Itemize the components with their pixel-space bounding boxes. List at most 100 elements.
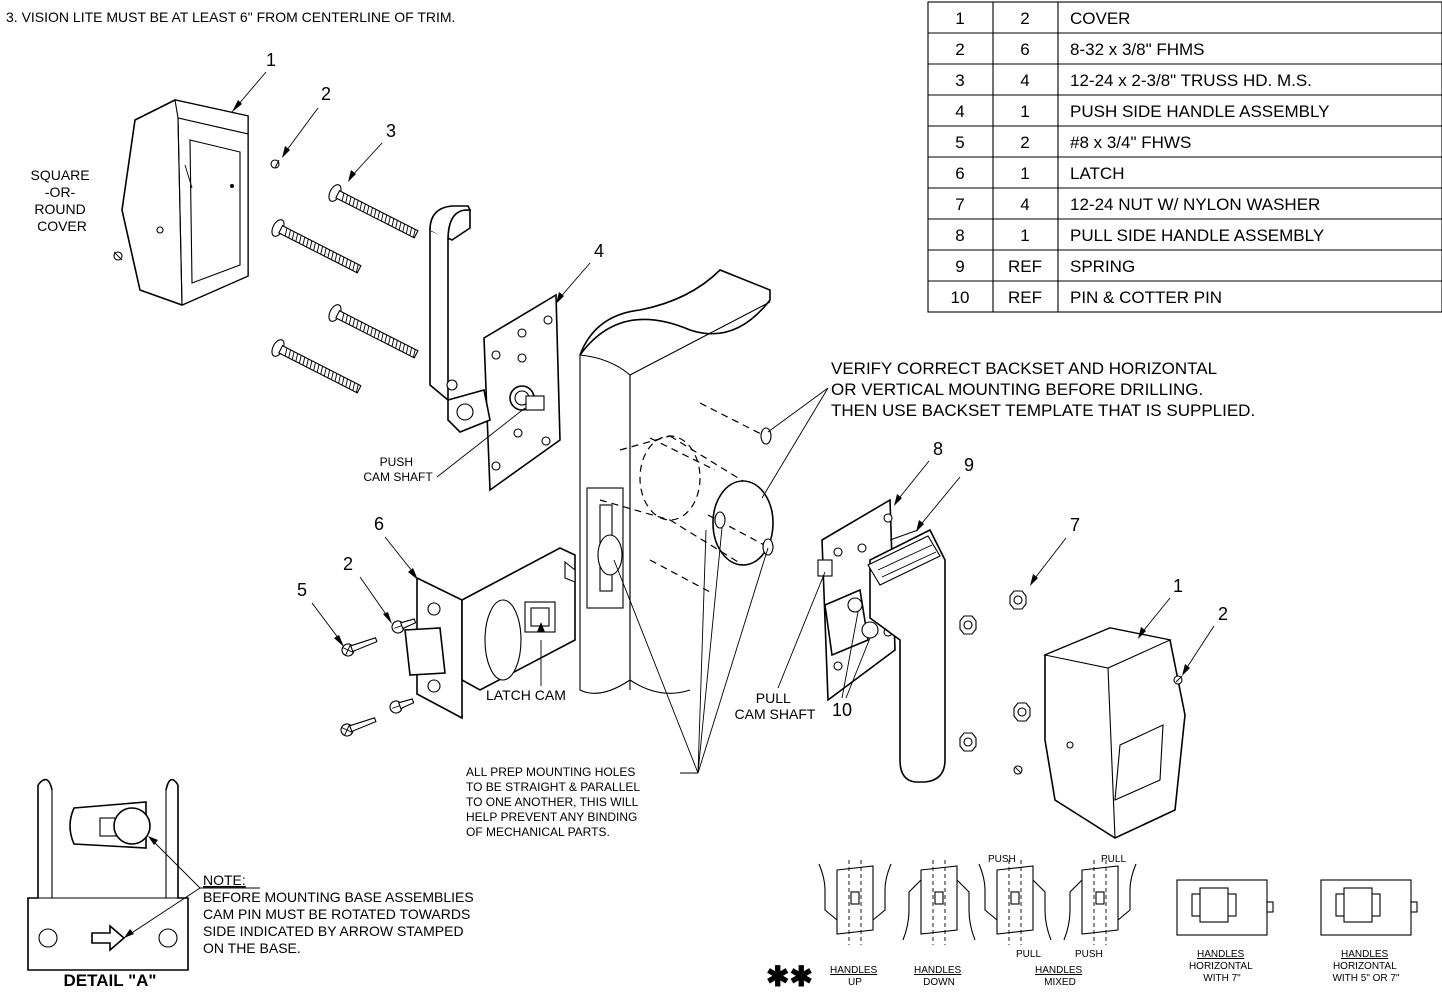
part-description: COVER xyxy=(1070,9,1130,28)
latch-bore xyxy=(619,435,671,451)
plate-hole xyxy=(543,315,553,325)
part-quantity: 2 xyxy=(1020,9,1029,28)
arrowhead xyxy=(1030,574,1038,586)
callout-leader xyxy=(384,536,417,577)
callout-leader xyxy=(283,107,319,155)
callout-leader xyxy=(895,460,930,503)
horizontal-handle-icon xyxy=(1320,879,1418,936)
part-quantity: 6 xyxy=(1020,40,1029,59)
machine-screws xyxy=(271,184,419,394)
plate-hole xyxy=(517,353,527,363)
push-handle-bend xyxy=(429,205,472,241)
callout-leader xyxy=(349,142,383,179)
cover-right-window xyxy=(1114,724,1164,801)
detail-a-cam-pin xyxy=(113,807,151,845)
small-screw-right xyxy=(1013,765,1023,775)
leader-verify xyxy=(761,387,829,499)
arrowhead xyxy=(282,146,290,158)
cover-screw-left xyxy=(113,251,123,261)
detail-a-title: DETAIL "A" xyxy=(64,971,157,988)
plate-hole xyxy=(541,436,551,446)
latch-bolt xyxy=(404,627,446,676)
plate-hole xyxy=(491,461,501,471)
pull-spring-coil xyxy=(867,535,941,586)
part-item-number: 2 xyxy=(955,40,964,59)
pull-handle-lever xyxy=(869,528,946,783)
callout-leader xyxy=(359,576,391,621)
pull-cam-shaft xyxy=(817,559,833,577)
push-pin xyxy=(446,379,458,391)
latch-screw-hole xyxy=(427,679,441,693)
nut xyxy=(1009,590,1027,610)
part-description: LATCH xyxy=(1070,164,1124,183)
part-item-number: 4 xyxy=(955,102,964,121)
pull-pivot xyxy=(861,621,879,639)
screw-slot xyxy=(274,159,280,169)
part-quantity: 4 xyxy=(1020,195,1029,214)
bolt-hole xyxy=(649,437,716,471)
leader-pull-cam xyxy=(777,571,826,689)
bolt-hole xyxy=(699,402,766,437)
callout-leader xyxy=(557,262,591,301)
bolt-hole-face xyxy=(714,511,726,529)
part-quantity: REF xyxy=(1008,257,1042,276)
detail-note: NOTE: BEFORE MOUNTING BASE ASSEMBLIES CA… xyxy=(203,872,478,956)
arrowhead xyxy=(148,836,158,845)
latch-cam-label: LATCH CAM xyxy=(486,687,566,703)
detail-a-corner xyxy=(37,778,53,791)
arrowhead xyxy=(232,100,242,112)
part-quantity: REF xyxy=(1008,288,1042,307)
part-description: SPRING xyxy=(1070,257,1135,276)
screw-slot xyxy=(113,251,123,261)
nuts xyxy=(959,590,1031,752)
bolt-hole xyxy=(649,559,711,593)
callout-leader xyxy=(1139,597,1171,636)
callout-8: 8 xyxy=(933,439,943,459)
vision-lite-note: 3. VISION LITE MUST BE AT LEAST 6" FROM … xyxy=(6,9,455,25)
callout-2: 2 xyxy=(321,84,331,104)
push-pivot xyxy=(456,403,474,421)
part-quantity: 1 xyxy=(1020,226,1029,245)
latch-bore-front xyxy=(597,534,623,576)
plate-hole xyxy=(833,661,843,671)
nut xyxy=(959,615,977,635)
cover-left-opening xyxy=(189,139,241,284)
push-label-b: PUSH xyxy=(1075,949,1103,960)
part-description: #8 x 3/4" FHWS xyxy=(1070,133,1191,152)
spring-line xyxy=(877,544,933,571)
screw-item-2-left xyxy=(270,159,280,169)
stars-icon: ✱✱ xyxy=(766,961,813,988)
latch-body-end xyxy=(484,599,522,681)
nut xyxy=(959,732,977,752)
arrowhead xyxy=(916,520,924,532)
push-label-a: PUSH xyxy=(988,854,1016,865)
callout-7: 7 xyxy=(1070,515,1080,535)
arrowhead xyxy=(383,612,392,624)
leader-prep xyxy=(697,547,769,774)
door-face-top xyxy=(629,301,771,376)
arrowhead xyxy=(556,292,564,304)
leader-prep xyxy=(697,529,707,774)
pull-pin xyxy=(847,597,863,613)
screw-item-2-right xyxy=(1173,675,1183,685)
part-item-number: 10 xyxy=(951,288,970,307)
pull-label-a: PULL xyxy=(1101,854,1126,865)
cover-left-dot xyxy=(230,184,234,188)
handles-horizontal-57-label: HANDLES HORIZONTAL WITH 5" OR 7" xyxy=(1332,949,1400,984)
arrowhead xyxy=(1138,627,1146,639)
nut xyxy=(1013,702,1031,722)
arrowhead xyxy=(408,568,418,580)
door-section xyxy=(579,269,771,694)
latch-cam-inner xyxy=(530,607,550,627)
plate-hole xyxy=(833,547,843,557)
verify-backset-note: VERIFY CORRECT BACKSET AND HORIZONTAL OR… xyxy=(831,359,1255,420)
machine-screw xyxy=(271,339,362,394)
cover-left-hole xyxy=(156,226,164,234)
arrowhead xyxy=(894,494,902,506)
part-description: PIN & COTTER PIN xyxy=(1070,288,1222,307)
pull-handle-assembly xyxy=(817,498,946,783)
